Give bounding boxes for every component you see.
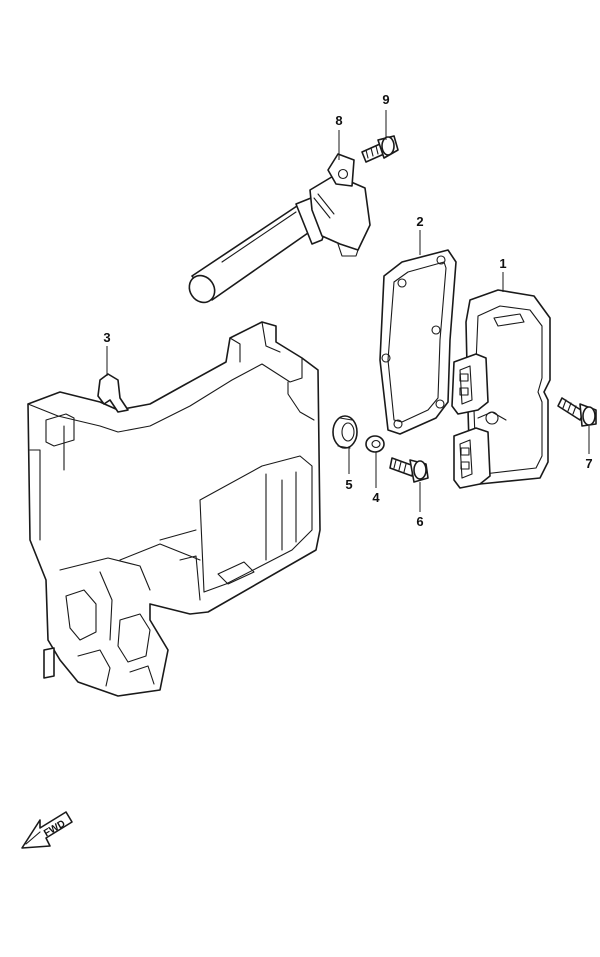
callout-4: 4 <box>372 490 380 505</box>
callout-labels: 9 8 2 1 3 5 4 6 7 <box>103 92 592 529</box>
bracket <box>27 321 321 697</box>
callout-2: 2 <box>416 214 423 229</box>
callout-8: 8 <box>335 113 342 128</box>
callout-3: 3 <box>103 330 110 345</box>
bolt-7 <box>557 397 597 427</box>
gasket <box>379 249 457 435</box>
fwd-arrow-icon: FWD <box>21 811 73 849</box>
callout-1: 1 <box>499 256 506 271</box>
callout-6: 6 <box>416 514 423 529</box>
bolt-9 <box>361 135 399 163</box>
control-module <box>451 289 551 489</box>
callout-5: 5 <box>345 477 352 492</box>
grommet <box>332 415 358 449</box>
collar <box>365 435 385 453</box>
bolt-6 <box>389 457 429 483</box>
leader-lines <box>106 110 590 512</box>
callout-7: 7 <box>585 456 592 471</box>
ignition-coil <box>188 153 371 304</box>
callout-9: 9 <box>382 92 389 107</box>
fwd-label: FWD <box>42 818 67 839</box>
